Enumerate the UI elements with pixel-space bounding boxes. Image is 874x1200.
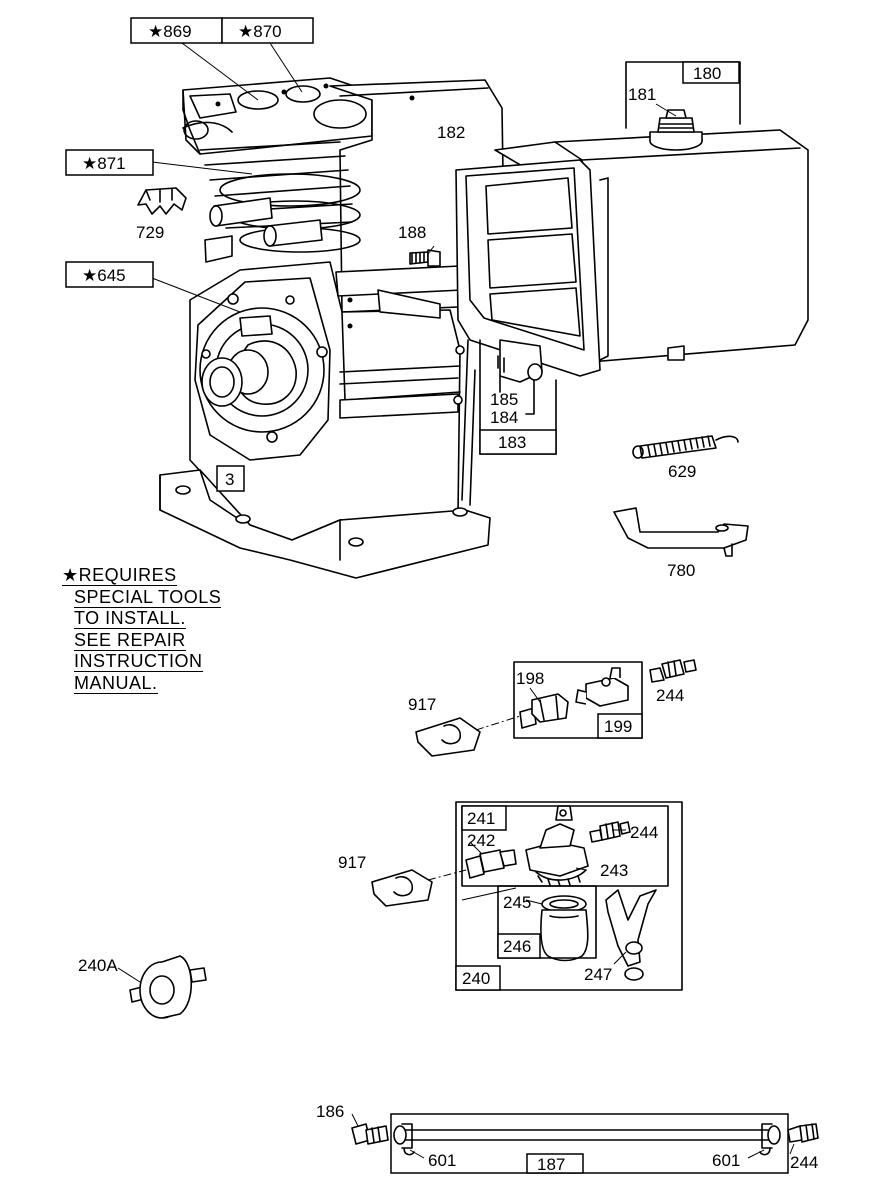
label-241: 241	[467, 809, 495, 828]
fuel-filter-assembly	[371, 805, 657, 981]
spring-629	[632, 435, 739, 459]
label-245: 245	[503, 893, 531, 912]
label-917-a: 917	[408, 695, 436, 714]
label-240A: 240A	[78, 956, 118, 975]
label-188: 188	[398, 223, 426, 242]
cylinder-block	[159, 77, 506, 579]
note-line-1: ★REQUIRES	[62, 565, 177, 586]
label-869: ★869	[148, 22, 192, 41]
label-871: ★871	[82, 154, 126, 173]
callout-labels: ★869 ★870 ★871 ★645 3 729 180 181 182 18…	[78, 22, 818, 1174]
shutoff-valve	[415, 659, 697, 757]
label-182: 182	[437, 123, 465, 142]
label-187: 187	[537, 1155, 565, 1174]
label-917-b: 917	[338, 853, 366, 872]
label-243: 243	[600, 861, 628, 880]
label-185: 185	[490, 390, 518, 409]
leader-lines	[117, 39, 795, 1159]
fuel-line	[351, 1113, 819, 1174]
bracket-780	[613, 507, 749, 557]
screw-188	[409, 249, 441, 267]
label-186: 186	[316, 1102, 344, 1121]
inline-filter-240A	[129, 955, 207, 1019]
label-184: 184	[490, 408, 518, 427]
label-246: 246	[503, 937, 531, 956]
label-3: 3	[225, 470, 234, 489]
note-line-3: TO INSTALL.	[74, 608, 186, 629]
note-line-2: SPECIAL TOOLS	[74, 586, 222, 608]
bracket-729	[137, 187, 187, 215]
fuel-tank	[455, 109, 809, 383]
callout-boxes	[65, 17, 740, 1174]
label-244-a: 244	[656, 686, 684, 705]
label-181: 181	[628, 85, 656, 104]
label-244-c: 244	[790, 1153, 818, 1172]
label-198: 198	[516, 669, 544, 688]
label-870: ★870	[238, 22, 282, 41]
label-601-a: 601	[428, 1151, 456, 1170]
label-780: 780	[667, 561, 695, 580]
special-tools-note: ★REQUIRES SPECIAL TOOLS TO INSTALL. SEE …	[62, 565, 222, 694]
label-199: 199	[604, 717, 632, 736]
label-729: 729	[136, 223, 164, 242]
label-180: 180	[693, 64, 721, 83]
label-240: 240	[462, 969, 490, 988]
note-line-4: SEE REPAIR	[74, 629, 186, 651]
note-line-5: INSTRUCTION	[74, 651, 203, 672]
note-line-6: MANUAL.	[74, 672, 158, 694]
label-247: 247	[584, 965, 612, 984]
label-629: 629	[668, 462, 696, 481]
label-244-b: 244	[630, 823, 658, 842]
label-242: 242	[467, 831, 495, 850]
label-183: 183	[498, 433, 526, 452]
label-645: ★645	[82, 266, 126, 285]
label-601-b: 601	[712, 1151, 740, 1170]
